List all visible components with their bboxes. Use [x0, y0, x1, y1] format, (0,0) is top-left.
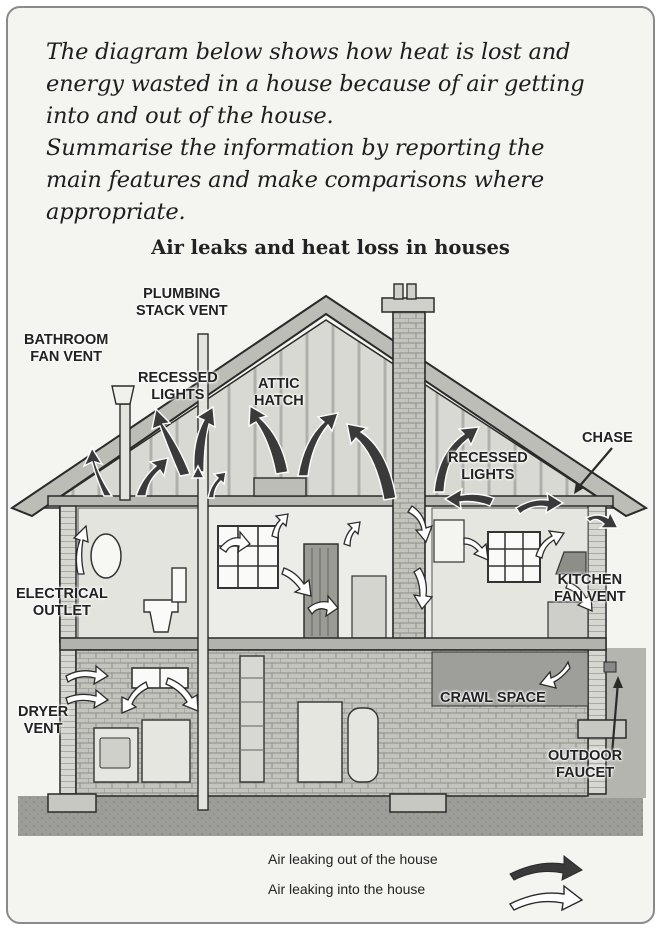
- outdoor-faucet-pipe: [604, 662, 616, 672]
- footing: [390, 794, 446, 812]
- label-line: RECESSED: [138, 370, 218, 386]
- legend-arrow-out: [510, 856, 582, 880]
- label-recessed-lights-left: RECESSED LIGHTS: [138, 370, 218, 404]
- footing: [578, 720, 626, 738]
- label-line: RECESSED: [448, 450, 528, 466]
- chimney-cap: [382, 298, 434, 312]
- label-outdoor-faucet: OUTDOOR FAUCET: [548, 748, 622, 782]
- label-line: PLUMBING: [143, 286, 220, 302]
- label-bathroom-fan-vent: BATHROOM FAN VENT: [24, 332, 108, 366]
- bathroom-mirror: [91, 534, 121, 578]
- label-crawl-space: CRAWL SPACE: [440, 690, 546, 707]
- kitchen-cabinet: [434, 520, 464, 562]
- footing: [48, 794, 96, 812]
- plumbing-stack-pipe: [198, 334, 208, 810]
- washer: [142, 720, 190, 782]
- label-line: KITCHEN: [558, 572, 622, 588]
- bedroom-window: [218, 526, 278, 588]
- legend-in-label: Air leaking into the house: [268, 881, 425, 897]
- house-diagram: [8, 8, 653, 922]
- label-line: OUTDOOR: [548, 748, 622, 764]
- chimney-pot: [407, 284, 416, 299]
- label-line: CRAWL SPACE: [440, 690, 546, 706]
- label-line: LIGHTS: [461, 467, 514, 483]
- label-attic-hatch: ATTIC HATCH: [254, 376, 304, 410]
- toilet-tank: [172, 568, 186, 602]
- label-recessed-lights-right: RECESSED LIGHTS: [448, 450, 528, 484]
- furnace: [298, 702, 342, 782]
- label-line: FAUCET: [556, 765, 614, 781]
- duct: [240, 656, 264, 782]
- label-line: FAN VENT: [30, 349, 102, 365]
- label-chase: CHASE: [582, 430, 633, 447]
- chimney-pot: [394, 284, 403, 299]
- legend-out-label: Air leaking out of the house: [268, 851, 438, 867]
- dresser: [352, 576, 386, 638]
- label-line: DRYER: [18, 704, 68, 720]
- label-line: FAN VENT: [554, 589, 626, 605]
- water-heater: [348, 708, 378, 782]
- label-line: ELECTRICAL: [16, 586, 108, 602]
- label-line: HATCH: [254, 393, 304, 409]
- label-line: BATHROOM: [24, 332, 108, 348]
- ground: [18, 796, 643, 836]
- bathroom-fan-pipe: [120, 404, 130, 500]
- label-line: VENT: [24, 721, 63, 737]
- label-kitchen-fan-vent: KITCHEN FAN VENT: [554, 572, 626, 606]
- label-line: STACK VENT: [136, 303, 228, 319]
- attic-hatch-panel: [254, 478, 306, 496]
- legend-arrow-in: [510, 886, 582, 910]
- task-card: The diagram below shows how heat is lost…: [6, 6, 655, 924]
- label-line: CHASE: [582, 430, 633, 446]
- label-dryer-vent: DRYER VENT: [18, 704, 68, 738]
- label-plumbing-stack-vent: PLUMBING STACK VENT: [136, 286, 228, 320]
- lamp: [112, 386, 134, 404]
- label-line: OUTLET: [33, 603, 91, 619]
- kitchen-window: [488, 532, 540, 582]
- label-line: LIGHTS: [151, 387, 204, 403]
- floor-slab: [60, 638, 606, 650]
- label-line: ATTIC: [258, 376, 300, 392]
- label-electrical-outlet: ELECTRICAL OUTLET: [16, 586, 108, 620]
